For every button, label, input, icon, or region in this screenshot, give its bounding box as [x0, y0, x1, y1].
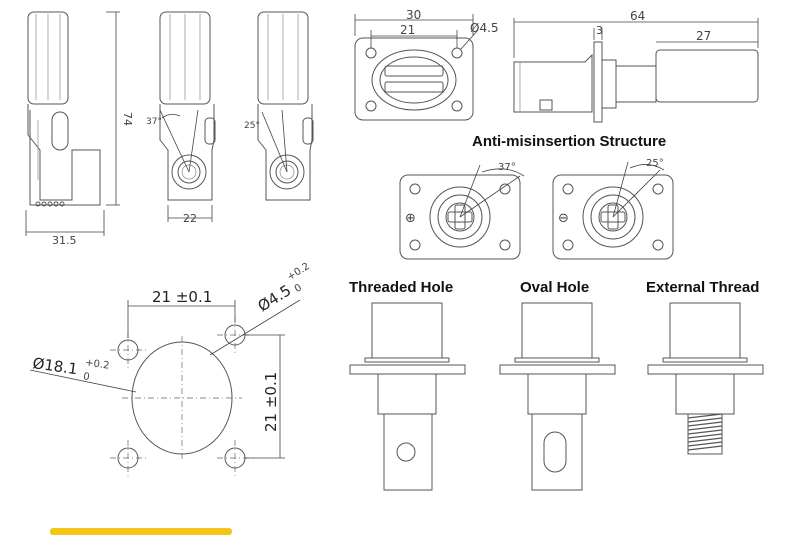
side-angle-a: 37° [146, 117, 162, 127]
threaded-hole-variant [349, 302, 466, 491]
anti-misinsertion-label: Anti-misinsertion Structure [472, 133, 666, 150]
side-height-dim: 74 [121, 112, 134, 126]
accent-bar [50, 528, 232, 535]
anti-angle-b: 25° [646, 158, 664, 169]
side-width-left-dim: 31.5 [52, 234, 77, 247]
cutout-v-spacing: 21 ±0.1 [262, 372, 280, 432]
flange-hole-dia-dim: Ø4.5 [470, 21, 499, 35]
anti-mark-a: ⊕ [405, 211, 416, 226]
oval-hole-label: Oval Hole [520, 279, 589, 296]
cutout-center-tol-up: +0.2 [84, 357, 110, 371]
side-view-left: 74 31.5 [25, 11, 134, 247]
profile-rear-dim: 27 [696, 29, 711, 43]
anti-view-b: 25° ⊖ [552, 158, 674, 260]
flange-outer-dim: 30 [406, 8, 421, 22]
cutout-center-base: Ø18.1 [31, 354, 78, 378]
flange-hole-spacing-dim: 21 [400, 23, 415, 37]
threaded-hole-label: Threaded Hole [349, 279, 453, 296]
anti-view-a: 37° ⊕ [399, 162, 525, 260]
cutout-hole-tol-low: 0 [293, 282, 304, 295]
side-view-right: 25° [244, 11, 314, 201]
external-thread-label: External Thread [646, 279, 759, 296]
oval-hole-variant [499, 302, 616, 491]
cutout-center-tol-low: 0 [83, 371, 91, 383]
cutout-hole-tol-up: +0.2 [285, 261, 311, 283]
side-angle-b: 25° [244, 121, 260, 131]
external-thread-variant [647, 302, 764, 455]
side-width-mid-dim: 22 [183, 212, 197, 225]
cutout-h-spacing: 21 ±0.1 [152, 288, 212, 306]
flange-front-view: 30 21 Ø4.5 [354, 8, 499, 121]
profile-flange-dim: 3 [596, 24, 603, 37]
anti-angle-a: 37° [498, 162, 516, 173]
profile-view: 64 3 27 [513, 9, 759, 123]
profile-length-dim: 64 [630, 9, 645, 23]
side-view-mid: 37° 22 [146, 11, 216, 225]
panel-cutout: 21 ±0.1 21 ±0.1 Ø4.5 +0.2 0 Ø18.1 +0.2 0 [29, 261, 312, 476]
cutout-hole-base: Ø4.5 [255, 281, 295, 315]
anti-mark-b: ⊖ [558, 211, 569, 226]
